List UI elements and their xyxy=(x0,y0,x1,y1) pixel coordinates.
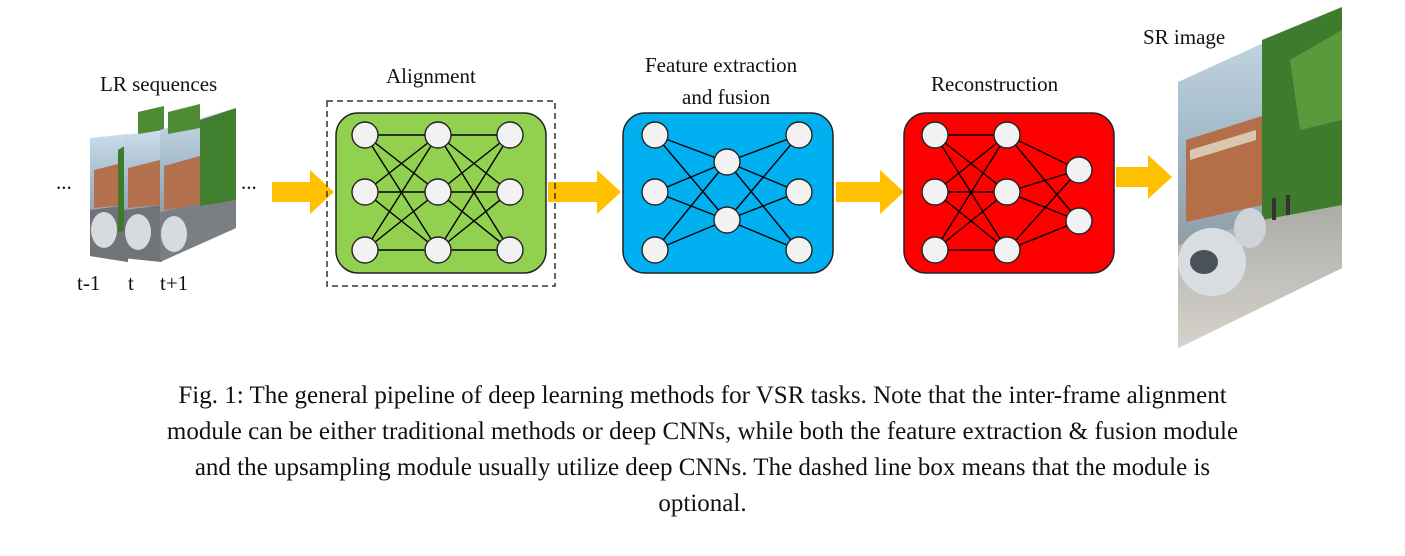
lr-sequences-label: LR sequences xyxy=(100,72,218,96)
frame-label-next: t+1 xyxy=(160,271,189,295)
arrow-to-reconstruction xyxy=(836,170,904,214)
network-node xyxy=(921,236,949,264)
network-node xyxy=(496,236,524,264)
feature-network xyxy=(641,121,813,264)
caption-line-3: and the upsampling module usually utiliz… xyxy=(194,454,1211,481)
arrow-to-alignment xyxy=(272,170,334,214)
network-node xyxy=(641,178,669,206)
network-edge xyxy=(1006,134,1080,222)
network-edge xyxy=(364,134,439,193)
network-node xyxy=(785,121,813,149)
network-node xyxy=(1065,156,1093,184)
reconstruction-module xyxy=(903,112,1115,274)
reconstruction-network xyxy=(921,121,1093,264)
ellipsis-right: ... xyxy=(241,170,257,194)
network-edge xyxy=(364,191,439,251)
network-node xyxy=(993,236,1021,264)
network-edge xyxy=(437,134,511,251)
network-edge xyxy=(654,161,728,251)
network-node xyxy=(993,121,1021,149)
network-node xyxy=(921,178,949,206)
network-node xyxy=(351,178,379,206)
network-edge xyxy=(934,134,1008,193)
network-edge xyxy=(1006,169,1080,251)
sr-image xyxy=(1178,7,1342,348)
network-node xyxy=(351,236,379,264)
lr-frame-prev xyxy=(90,134,128,262)
caption-line-1: Fig. 1: The general pipeline of deep lea… xyxy=(178,382,1227,409)
network-node xyxy=(993,178,1021,206)
network-edge xyxy=(364,134,439,251)
frame-label-prev: t-1 xyxy=(77,271,101,295)
lr-sequence-frames xyxy=(90,104,236,262)
network-node xyxy=(424,121,452,149)
network-node xyxy=(641,121,669,149)
alignment-dashed-box xyxy=(326,100,556,287)
network-edge xyxy=(934,191,1008,251)
network-node xyxy=(496,121,524,149)
frame-label-curr: t xyxy=(128,271,134,295)
network-node xyxy=(496,178,524,206)
arrow-to-sr-image xyxy=(1116,155,1172,199)
arrow-to-feature xyxy=(548,170,621,214)
flow-arrows xyxy=(272,155,1172,214)
network-node xyxy=(921,121,949,149)
network-node xyxy=(713,148,741,176)
sr-image-label: SR image xyxy=(1143,25,1226,49)
caption-line-4: optional. xyxy=(658,490,747,517)
alignment-module xyxy=(326,100,556,287)
network-edge xyxy=(726,134,800,221)
network-edge xyxy=(934,134,1008,251)
ellipsis-left: ... xyxy=(56,170,72,194)
feature-label-line2: and fusion xyxy=(682,85,771,109)
network-node xyxy=(641,236,669,264)
network-node xyxy=(351,121,379,149)
network-node xyxy=(785,178,813,206)
network-edge xyxy=(437,134,511,193)
network-node xyxy=(424,178,452,206)
reconstruction-label: Reconstruction xyxy=(931,72,1059,96)
network-node xyxy=(424,236,452,264)
lr-frame-curr xyxy=(124,106,164,262)
feature-label-line1: Feature extraction xyxy=(645,53,798,77)
pipeline-diagram xyxy=(90,7,1342,348)
alignment-label: Alignment xyxy=(386,64,476,88)
feature-module xyxy=(622,112,834,274)
figure-caption: Fig. 1: The general pipeline of deep lea… xyxy=(0,378,1405,522)
network-node xyxy=(713,206,741,234)
lr-frame-next xyxy=(160,104,236,262)
alignment-network xyxy=(351,121,524,264)
network-edge xyxy=(437,191,511,251)
network-node xyxy=(1065,207,1093,235)
feature-block xyxy=(622,112,834,274)
network-node xyxy=(785,236,813,264)
caption-line-2: module can be either traditional methods… xyxy=(166,418,1239,445)
